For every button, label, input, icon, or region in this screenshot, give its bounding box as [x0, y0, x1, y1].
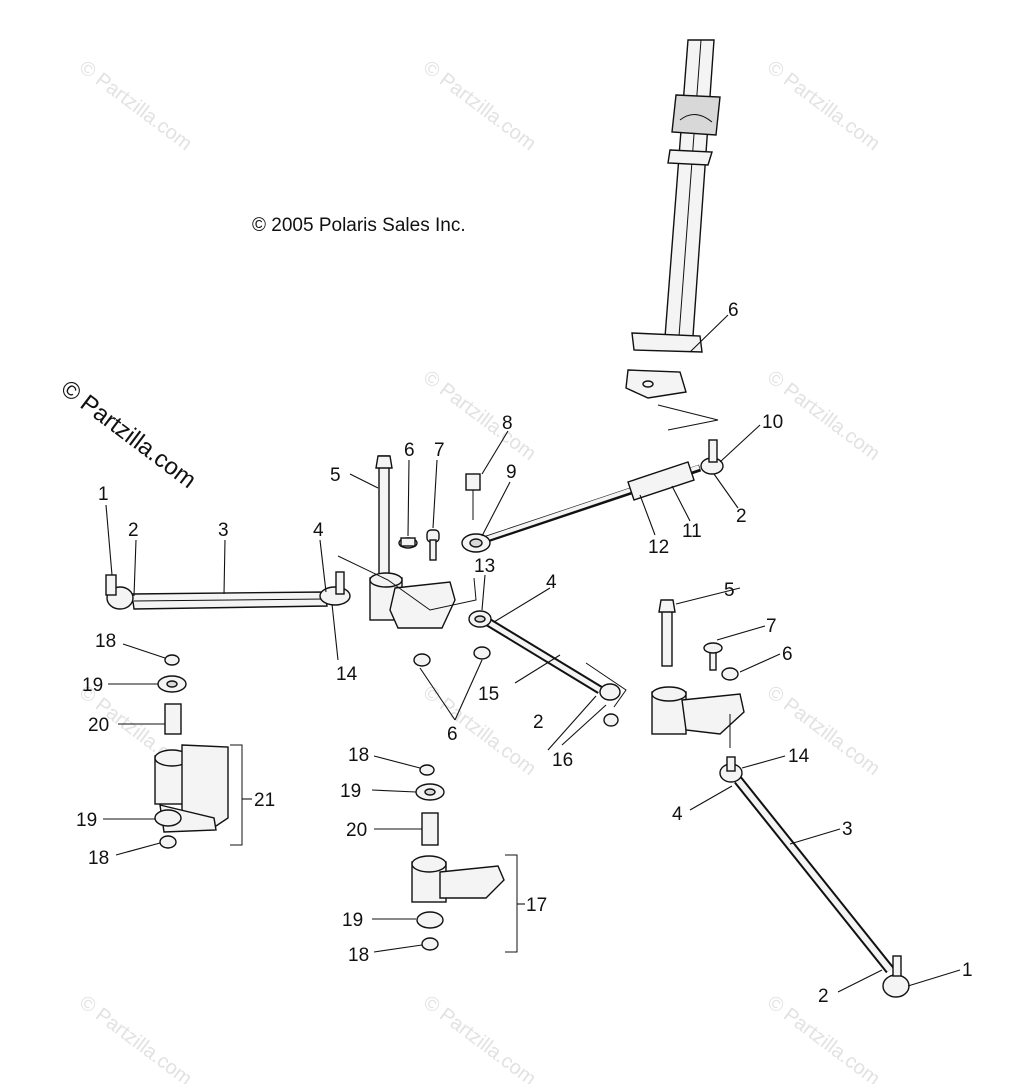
callout-8: 8 [502, 413, 513, 434]
callout-7: 7 [766, 616, 777, 637]
callout-4: 4 [672, 804, 683, 825]
watermark: © Partzilla.com [419, 56, 540, 155]
callout-1: 1 [962, 960, 973, 981]
callout-10: 10 [762, 412, 783, 433]
right-bracket [651, 599, 745, 748]
callout-13: 13 [474, 556, 495, 577]
callout-18: 18 [95, 631, 116, 652]
leader-lines [103, 314, 961, 993]
callout-6: 6 [782, 644, 793, 665]
callout-3: 3 [842, 819, 853, 840]
callout-1: 1 [98, 484, 109, 505]
callout-7: 7 [434, 440, 445, 461]
callout-19: 19 [76, 810, 97, 831]
watermark: © Partzilla.com [763, 681, 884, 780]
copyright-notice: © 2005 Polaris Sales Inc. [252, 215, 466, 236]
watermark: © Partzilla.com [763, 56, 884, 155]
callout-4: 4 [313, 520, 324, 541]
callout-21: 21 [254, 790, 275, 811]
callout-6: 6 [404, 440, 415, 461]
watermark: © Partzilla.com [419, 991, 540, 1084]
left-idler-assembly [154, 654, 243, 849]
callout-4: 4 [546, 572, 557, 593]
callout-6: 6 [728, 300, 739, 321]
upper-tie-rod [461, 439, 724, 553]
callout-9: 9 [506, 462, 517, 483]
callout-6: 6 [447, 724, 458, 745]
middle-tie-rod [468, 610, 627, 727]
callout-17: 17 [526, 895, 547, 916]
callout-2: 2 [818, 986, 829, 1007]
callout-11: 11 [682, 521, 702, 542]
callout-14: 14 [336, 664, 358, 685]
callout-3: 3 [218, 520, 229, 541]
callout-2: 2 [533, 712, 544, 733]
callout-18: 18 [348, 745, 369, 766]
callout-20: 20 [346, 820, 367, 841]
callout-19: 19 [82, 675, 103, 696]
callout-14: 14 [788, 746, 810, 767]
callout-2: 2 [128, 520, 139, 541]
center-idler-assembly [411, 764, 518, 953]
callouts: 1 2 3 4 5 6 7 8 9 6 10 2 11 12 13 4 14 1… [76, 300, 973, 1007]
callout-15: 15 [478, 684, 499, 705]
callout-20: 20 [88, 715, 109, 736]
steering-column [625, 39, 721, 431]
watermark: © Partzilla.com [75, 56, 196, 155]
watermark: © Partzilla.com [75, 991, 196, 1084]
callout-16: 16 [552, 750, 573, 771]
callout-19: 19 [342, 910, 363, 931]
callout-2: 2 [736, 506, 747, 527]
center-bracket [337, 455, 491, 667]
callout-5: 5 [330, 465, 341, 486]
callout-5: 5 [724, 580, 735, 601]
lower-right-tie-rod [719, 756, 910, 998]
callout-18: 18 [348, 945, 369, 966]
left-tie-rod [105, 571, 351, 610]
callout-18: 18 [88, 848, 109, 869]
callout-19: 19 [340, 781, 361, 802]
callout-12: 12 [648, 537, 669, 558]
